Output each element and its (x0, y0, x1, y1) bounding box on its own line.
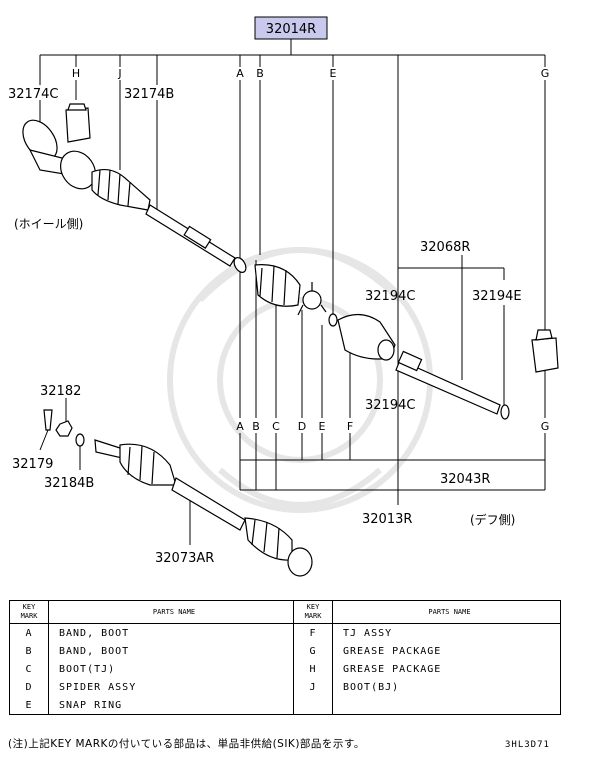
footnote: (注)上記KEY MARKの付いている部品は、単品非供給(SIK)部品を示す。 (8, 738, 365, 750)
name-cell: BAND, BOOT (59, 627, 130, 639)
key-cell: H (293, 660, 333, 678)
label-32194E: 32194E (472, 289, 522, 304)
bottom-key-letters: A B C D E F G (236, 420, 549, 433)
svg-text:D: D (298, 420, 306, 433)
label-32013R: 32013R (362, 512, 412, 527)
table-row: B BAND, BOOT G GREASE PACKAGE (9, 642, 561, 660)
table-row: A BAND, BOOT F TJ ASSY (9, 623, 561, 642)
name-cell: TJ ASSY (343, 627, 393, 639)
svg-text:F: F (347, 420, 353, 433)
label-32182: 32182 (40, 384, 81, 399)
name-cell: BAND, BOOT (59, 645, 130, 657)
svg-text:B: B (256, 67, 264, 80)
grease-package-h (65, 107, 91, 143)
nut-32182 (55, 420, 73, 437)
label-32174B: 32174B (124, 87, 174, 102)
label-32174C: 32174C (8, 87, 58, 102)
name-cell: GREASE PACKAGE (343, 663, 442, 675)
key-cell: A (9, 623, 49, 642)
top-leader-lines (39, 39, 546, 545)
svg-text:E: E (319, 420, 326, 433)
name-cell: BOOT(BJ) (343, 681, 400, 693)
assembly-label-32014R[interactable]: 32014R (254, 16, 328, 40)
diff-side-label: (デフ側) (470, 512, 515, 527)
header-parts-name-2: PARTS NAME (332, 600, 561, 624)
drive-shaft-exploded (22, 103, 559, 420)
svg-text:H: H (72, 67, 80, 80)
part-number-labels: 32174C 32174B 32068R 32194C 32194E 32194… (8, 87, 522, 566)
table-row: E SNAP RING (9, 696, 561, 715)
key-cell: B (9, 642, 49, 660)
label-32073AR: 32073AR (155, 551, 214, 566)
svg-text:A: A (236, 67, 244, 80)
svg-text:A: A (236, 420, 244, 433)
grease-package-g (531, 337, 559, 373)
table-row: C BOOT(TJ) H GREASE PACKAGE (9, 660, 561, 678)
washer-32184B (75, 433, 85, 447)
outer-joint-housing (59, 150, 97, 190)
label-32194C-top: 32194C (365, 289, 415, 304)
table-row: D SPIDER ASSY J BOOT(BJ) (9, 678, 561, 696)
svg-text:B: B (252, 420, 260, 433)
key-cell: J (293, 678, 333, 696)
label-32068R: 32068R (420, 240, 470, 255)
spider-assy (302, 290, 322, 310)
key-cell: E (9, 696, 49, 715)
tj-boot (254, 264, 301, 307)
diff-side-shaft (395, 359, 501, 415)
key-cell: F (293, 623, 333, 642)
bj-boot (91, 168, 151, 211)
header-parts-name: PARTS NAME (48, 600, 294, 624)
label-32194C-bottom: 32194C (365, 398, 415, 413)
svg-text:E: E (330, 67, 337, 80)
drawing-code: 3HL3D71 (505, 740, 550, 750)
name-cell (333, 696, 561, 715)
svg-text:G: G (541, 420, 550, 433)
name-cell: SPIDER ASSY (59, 681, 137, 693)
label-32179: 32179 (12, 457, 53, 472)
top-key-letters: H J A B E G (72, 67, 549, 80)
exploded-parts-diagram: 32014R (8, 16, 559, 577)
label-32043R: 32043R (440, 472, 490, 487)
name-cell: SNAP RING (59, 699, 123, 711)
svg-text:C: C (272, 420, 280, 433)
lower-shaft (171, 477, 246, 531)
key-cell (293, 696, 333, 715)
drive-shaft-complete (43, 409, 313, 577)
lower-bj-boot (119, 443, 177, 486)
key-cell: D (9, 678, 49, 696)
name-cell: BOOT(TJ) (59, 663, 116, 675)
label-32184B: 32184B (44, 476, 94, 491)
svg-text:J: J (117, 67, 121, 80)
svg-text:32014R: 32014R (266, 22, 316, 37)
name-cell: GREASE PACKAGE (343, 645, 442, 657)
key-cell: C (9, 660, 49, 678)
svg-text:G: G (541, 67, 550, 80)
lower-tj-boot (244, 517, 293, 561)
wheel-side-label: (ホイール側) (14, 217, 83, 231)
key-cell: G (293, 642, 333, 660)
